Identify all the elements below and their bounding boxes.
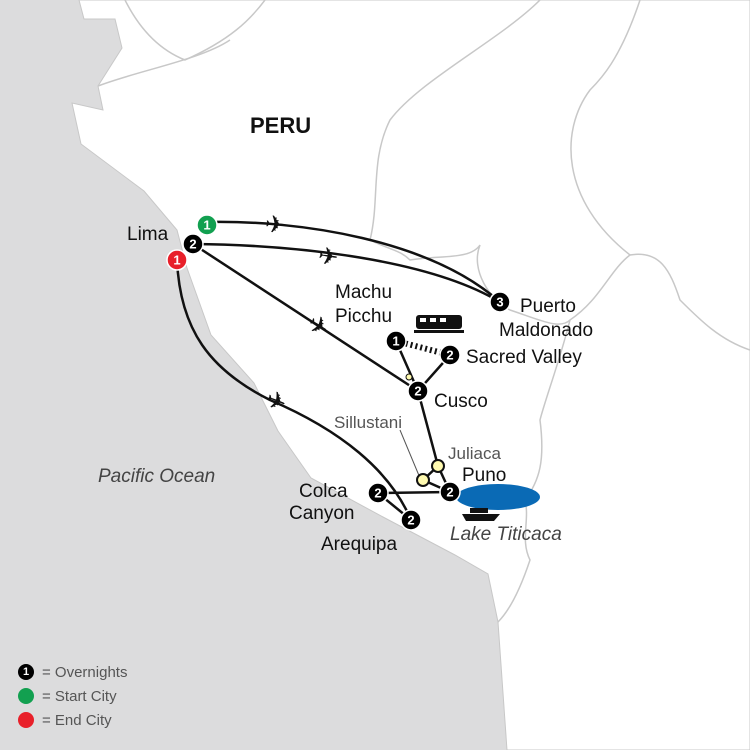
start-marker-icon xyxy=(18,688,34,704)
arequipa-marker: 2 xyxy=(400,509,422,531)
sacred-marker: 2 xyxy=(439,344,461,366)
picchu-label: Picchu xyxy=(335,306,392,327)
country-label: PERU xyxy=(250,113,311,138)
puerto-label: Puerto xyxy=(520,296,576,317)
sillustani-label: Sillustani xyxy=(334,413,402,432)
svg-text:1: 1 xyxy=(392,334,399,349)
legend-overnights-label: = Overnights xyxy=(42,663,128,681)
svg-text:1: 1 xyxy=(203,218,210,233)
svg-text:2: 2 xyxy=(374,486,381,501)
legend-overnights: 1 = Overnights xyxy=(18,660,127,684)
lima-end-marker: 1 xyxy=(166,249,188,271)
end-marker-icon xyxy=(18,712,34,728)
cusco-marker: 2 xyxy=(407,380,429,402)
lima-marker: 2 xyxy=(182,233,204,255)
sillustani-leader xyxy=(399,429,421,479)
maldonado-label: Maldonado xyxy=(499,320,593,341)
ocean-label: Pacific Ocean xyxy=(98,466,215,487)
canyon-label: Canyon xyxy=(289,503,355,524)
machu-label: Machu xyxy=(335,282,392,303)
plane-icon: ✈ xyxy=(316,241,340,272)
svg-text:2: 2 xyxy=(189,237,196,252)
routes xyxy=(175,220,501,521)
sacred-valley-label: Sacred Valley xyxy=(466,347,582,368)
lake-label: Lake Titicaca xyxy=(450,524,562,545)
plane-icon: ✈ xyxy=(264,210,286,240)
lima-start-marker: 1 xyxy=(196,214,218,236)
svg-text:3: 3 xyxy=(496,295,503,310)
svg-text:2: 2 xyxy=(414,384,421,399)
lake-titicaca xyxy=(456,484,540,510)
lima-label: Lima xyxy=(127,224,169,245)
boat-icon xyxy=(462,508,500,521)
cusco-label: Cusco xyxy=(434,391,488,412)
svg-text:2: 2 xyxy=(446,348,453,363)
train-icon xyxy=(414,315,464,333)
juliaca-label: Juliaca xyxy=(448,444,501,463)
legend: 1 = Overnights = Start City = End City xyxy=(18,660,127,732)
puno-marker: 2 xyxy=(439,481,461,503)
waypoint-dot xyxy=(405,373,413,381)
puno-label: Puno xyxy=(462,465,506,486)
arequipa-label: Arequipa xyxy=(321,534,397,555)
sillustani-marker xyxy=(416,473,430,487)
legend-end-label: = End City xyxy=(42,711,112,729)
juliaca-marker xyxy=(431,459,445,473)
colca-marker: 2 xyxy=(367,482,389,504)
machu-marker: 1 xyxy=(385,330,407,352)
overnight-marker-icon: 1 xyxy=(18,664,34,680)
legend-start-label: = Start City xyxy=(42,687,117,705)
svg-text:2: 2 xyxy=(446,485,453,500)
puerto-marker: 3 xyxy=(489,291,511,313)
legend-start: = Start City xyxy=(18,684,127,708)
colca-label: Colca xyxy=(299,481,348,502)
svg-text:2: 2 xyxy=(407,513,414,528)
legend-end: = End City xyxy=(18,708,127,732)
svg-text:1: 1 xyxy=(173,253,180,268)
